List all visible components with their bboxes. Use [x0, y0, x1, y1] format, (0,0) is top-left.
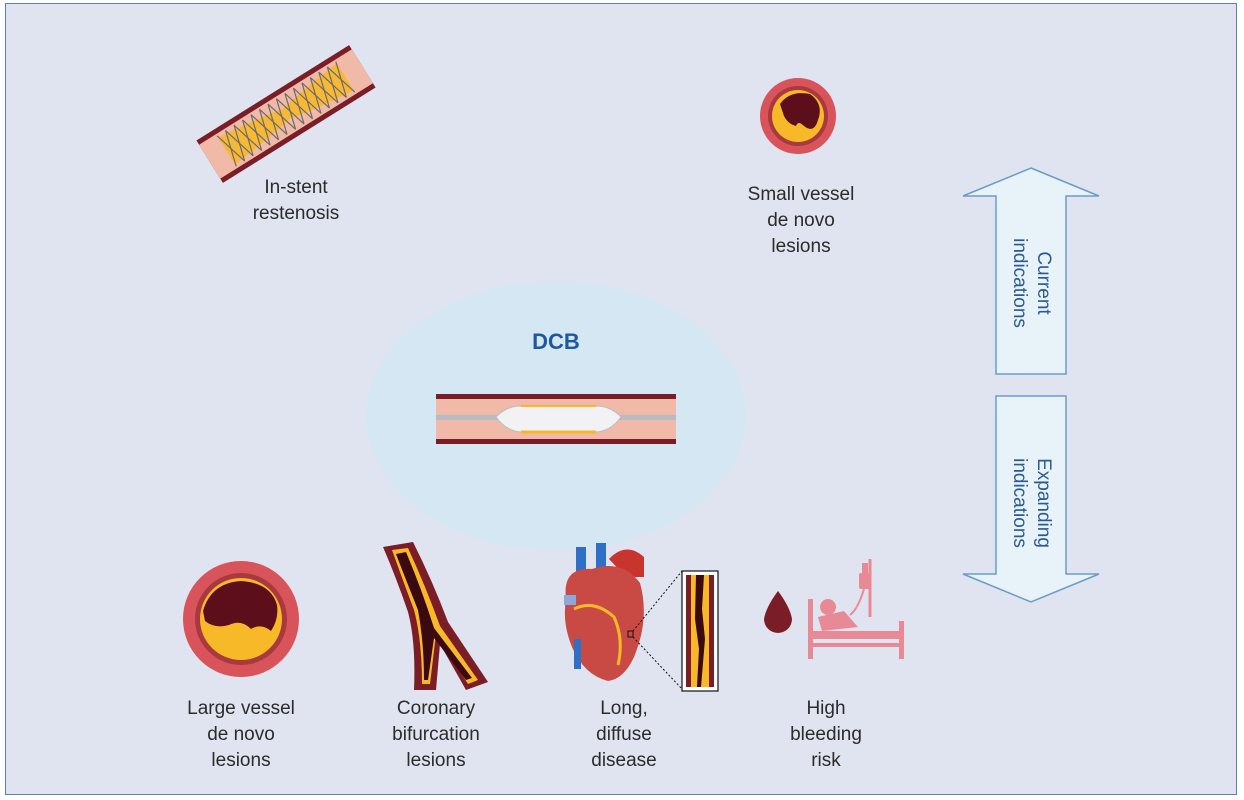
stented-artery-icon	[201, 44, 371, 184]
label-large-vessel: Large vessel de novo lesions	[171, 696, 311, 774]
drug-coated-balloon-icon	[436, 394, 676, 444]
label-high-bleeding: High bleeding risk	[776, 696, 876, 774]
figure-panel: In-stent restenosis Small vessel de novo…	[5, 3, 1237, 795]
large-vessel-cross-section-icon	[181, 559, 301, 679]
label-expanding-indications: Expanding indications	[1007, 433, 1055, 573]
dcb-title: DCB	[476, 329, 636, 355]
small-vessel-cross-section-icon	[758, 76, 838, 156]
label-in-stent-restenosis: In-stent restenosis	[231, 175, 361, 227]
patient-bed-icon	[758, 559, 918, 669]
label-small-vessel: Small vessel de novo lesions	[736, 182, 866, 260]
label-current-indications: Current indications	[1007, 213, 1055, 353]
label-bifurcation: Coronary bifurcation lesions	[366, 696, 506, 774]
bifurcation-artery-icon	[378, 542, 498, 692]
heart-icon	[554, 539, 734, 699]
label-long-diffuse: Long, diffuse disease	[564, 696, 684, 774]
